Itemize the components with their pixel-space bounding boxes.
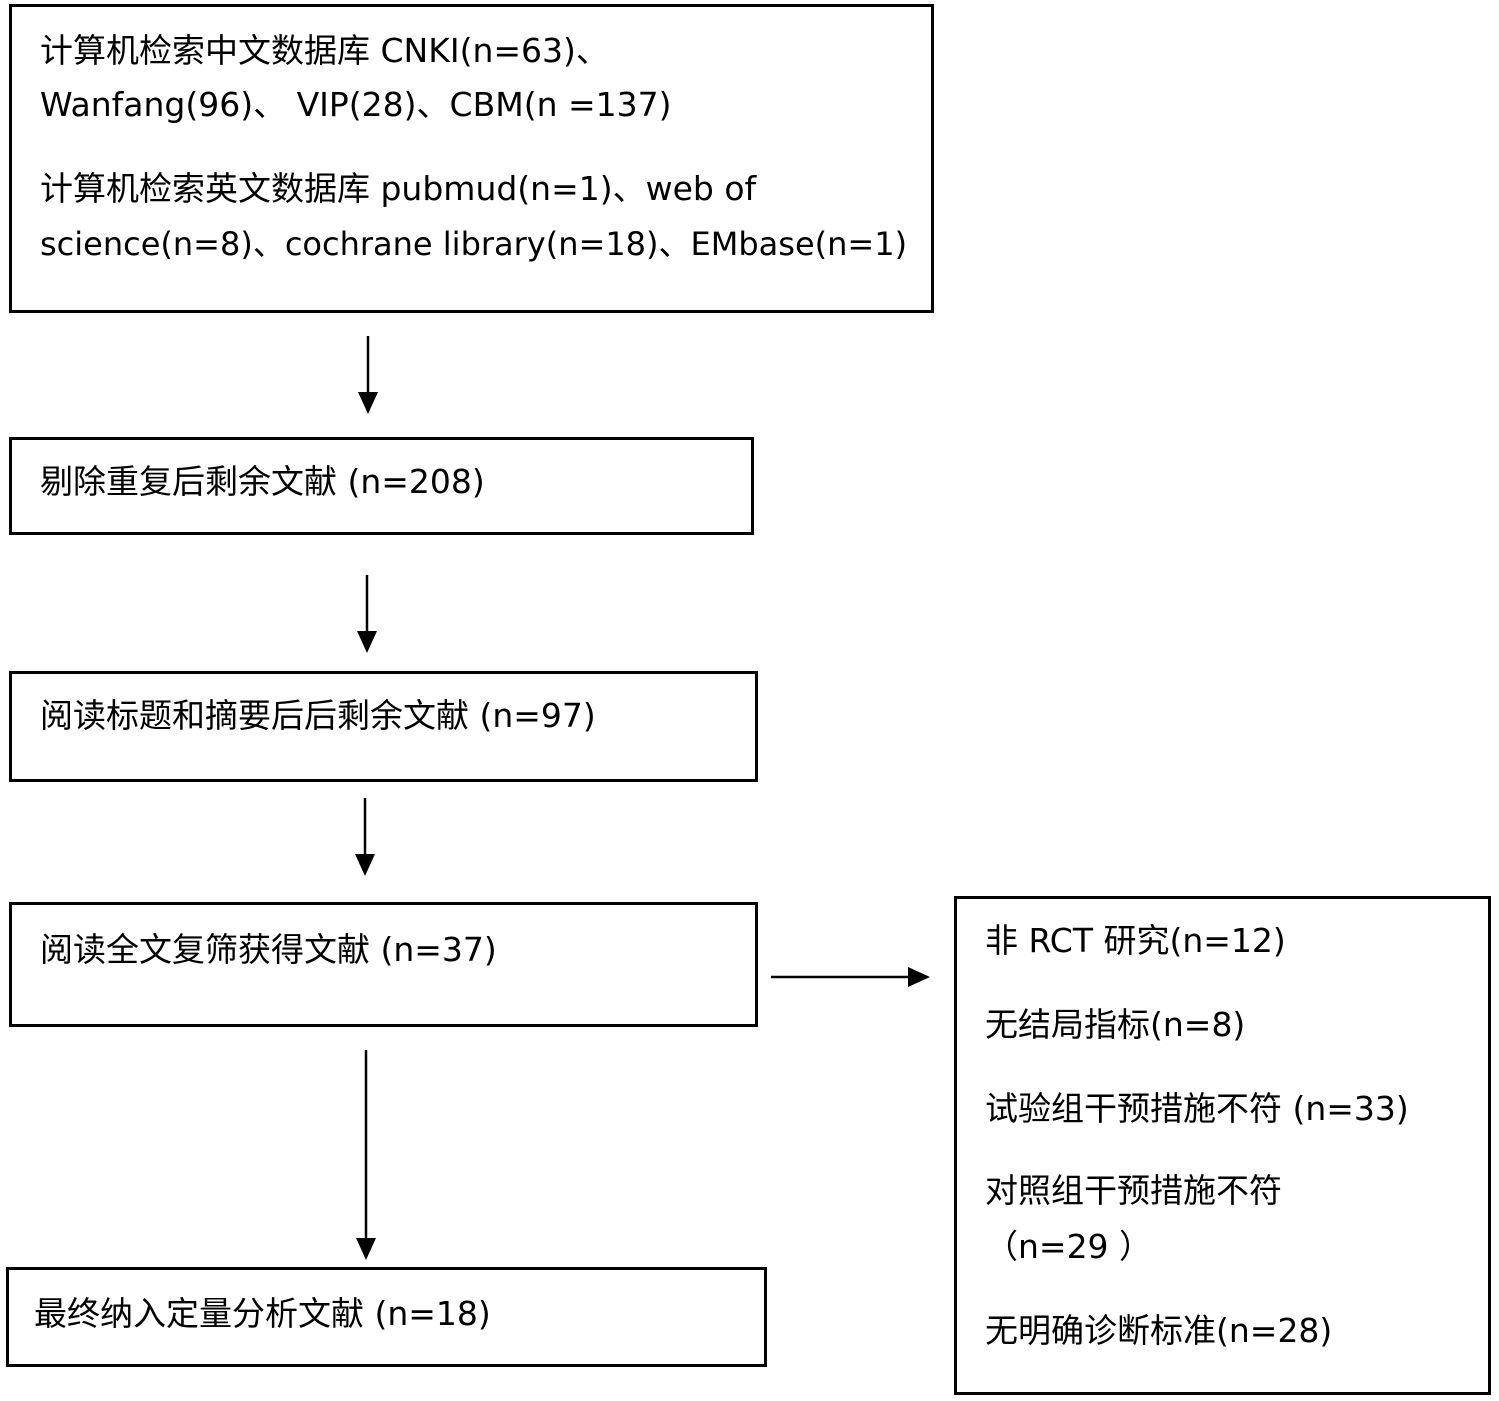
excluded-line-6: 无明确诊断标准(n=28) <box>985 1311 1333 1350</box>
arrow-screen-to-fulltext <box>355 798 375 876</box>
excluded-line-4: 对照组干预措施不符 <box>985 1171 1282 1210</box>
excluded-line-3: 试验组干预措施不符 (n=33) <box>985 1089 1409 1128</box>
search-line-4: science(n=8)、cochrane library(n=18)、EMba… <box>40 225 908 263</box>
arrow-fulltext-to-excluded <box>771 967 930 987</box>
search-line-1: 计算机检索中文数据库 CNKI(n=63)、 <box>40 31 609 70</box>
arrow-search-to-dedup <box>358 336 378 414</box>
search-box: 计算机检索中文数据库 CNKI(n=63)、 Wanfang(96)、 VIP(… <box>9 4 934 313</box>
arrow-dedup-to-screen <box>357 575 377 653</box>
dedup-box: 剔除重复后剩余文献 (n=208) <box>9 437 754 535</box>
search-line-3: 计算机检索英文数据库 pubmud(n=1)、web of <box>40 169 757 208</box>
dedup-text: 剔除重复后剩余文献 (n=208) <box>40 462 485 501</box>
excluded-box: 非 RCT 研究(n=12) 无结局指标(n=8) 试验组干预措施不符 (n=3… <box>954 896 1491 1395</box>
final-text: 最终纳入定量分析文献 (n=18) <box>34 1294 491 1333</box>
fulltext-box: 阅读全文复筛获得文献 (n=37) <box>9 902 758 1027</box>
excluded-line-1: 非 RCT 研究(n=12) <box>985 921 1286 960</box>
final-box: 最终纳入定量分析文献 (n=18) <box>6 1267 767 1367</box>
excluded-line-5: （n=29 ） <box>985 1227 1153 1266</box>
arrow-fulltext-to-final <box>356 1050 376 1260</box>
screen-text: 阅读标题和摘要后后剩余文献 (n=97) <box>40 696 596 735</box>
excluded-line-2: 无结局指标(n=8) <box>985 1005 1246 1044</box>
search-line-2: Wanfang(96)、 VIP(28)、CBM(n =137) <box>40 85 672 124</box>
screen-box: 阅读标题和摘要后后剩余文献 (n=97) <box>9 671 758 782</box>
fulltext-text: 阅读全文复筛获得文献 (n=37) <box>40 930 497 969</box>
